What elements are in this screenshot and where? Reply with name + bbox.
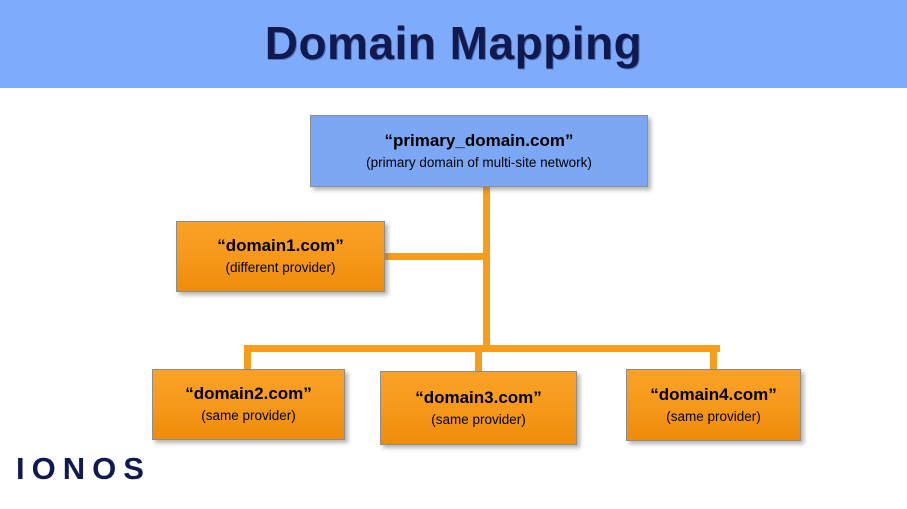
connector-drop-domain2 [244, 345, 251, 371]
connector-branch-domain1 [385, 253, 487, 260]
connector-trunk-vertical [483, 187, 490, 352]
page-title: Domain Mapping [264, 17, 643, 69]
node-primary-domain-subtitle: (primary domain of multi-site network) [366, 154, 592, 170]
node-primary-domain: “primary_domain.com” (primary domain of … [310, 115, 648, 187]
node-domain4-subtitle: (same provider) [666, 408, 761, 424]
node-domain1-title: “domain1.com” [217, 236, 344, 255]
ionos-logo: IONOS [16, 451, 151, 486]
node-domain3-subtitle: (same provider) [431, 411, 526, 427]
node-domain2-subtitle: (same provider) [201, 408, 296, 423]
node-domain3-title: “domain3.com” [415, 387, 542, 407]
connector-drop-domain4 [710, 345, 717, 371]
node-domain2: “domain2.com” (same provider) [152, 369, 345, 440]
node-domain4: “domain4.com” (same provider) [626, 369, 801, 441]
connector-bus-horizontal [247, 345, 720, 352]
node-domain3: “domain3.com” (same provider) [380, 371, 577, 445]
connector-drop-domain3 [475, 345, 482, 373]
node-domain1: “domain1.com” (different provider) [176, 221, 385, 292]
node-domain1-subtitle: (different provider) [225, 260, 336, 275]
node-domain4-title: “domain4.com” [650, 384, 777, 404]
header-band [0, 0, 907, 88]
node-primary-domain-title: “primary_domain.com” [384, 130, 574, 150]
node-domain2-title: “domain2.com” [185, 384, 312, 403]
